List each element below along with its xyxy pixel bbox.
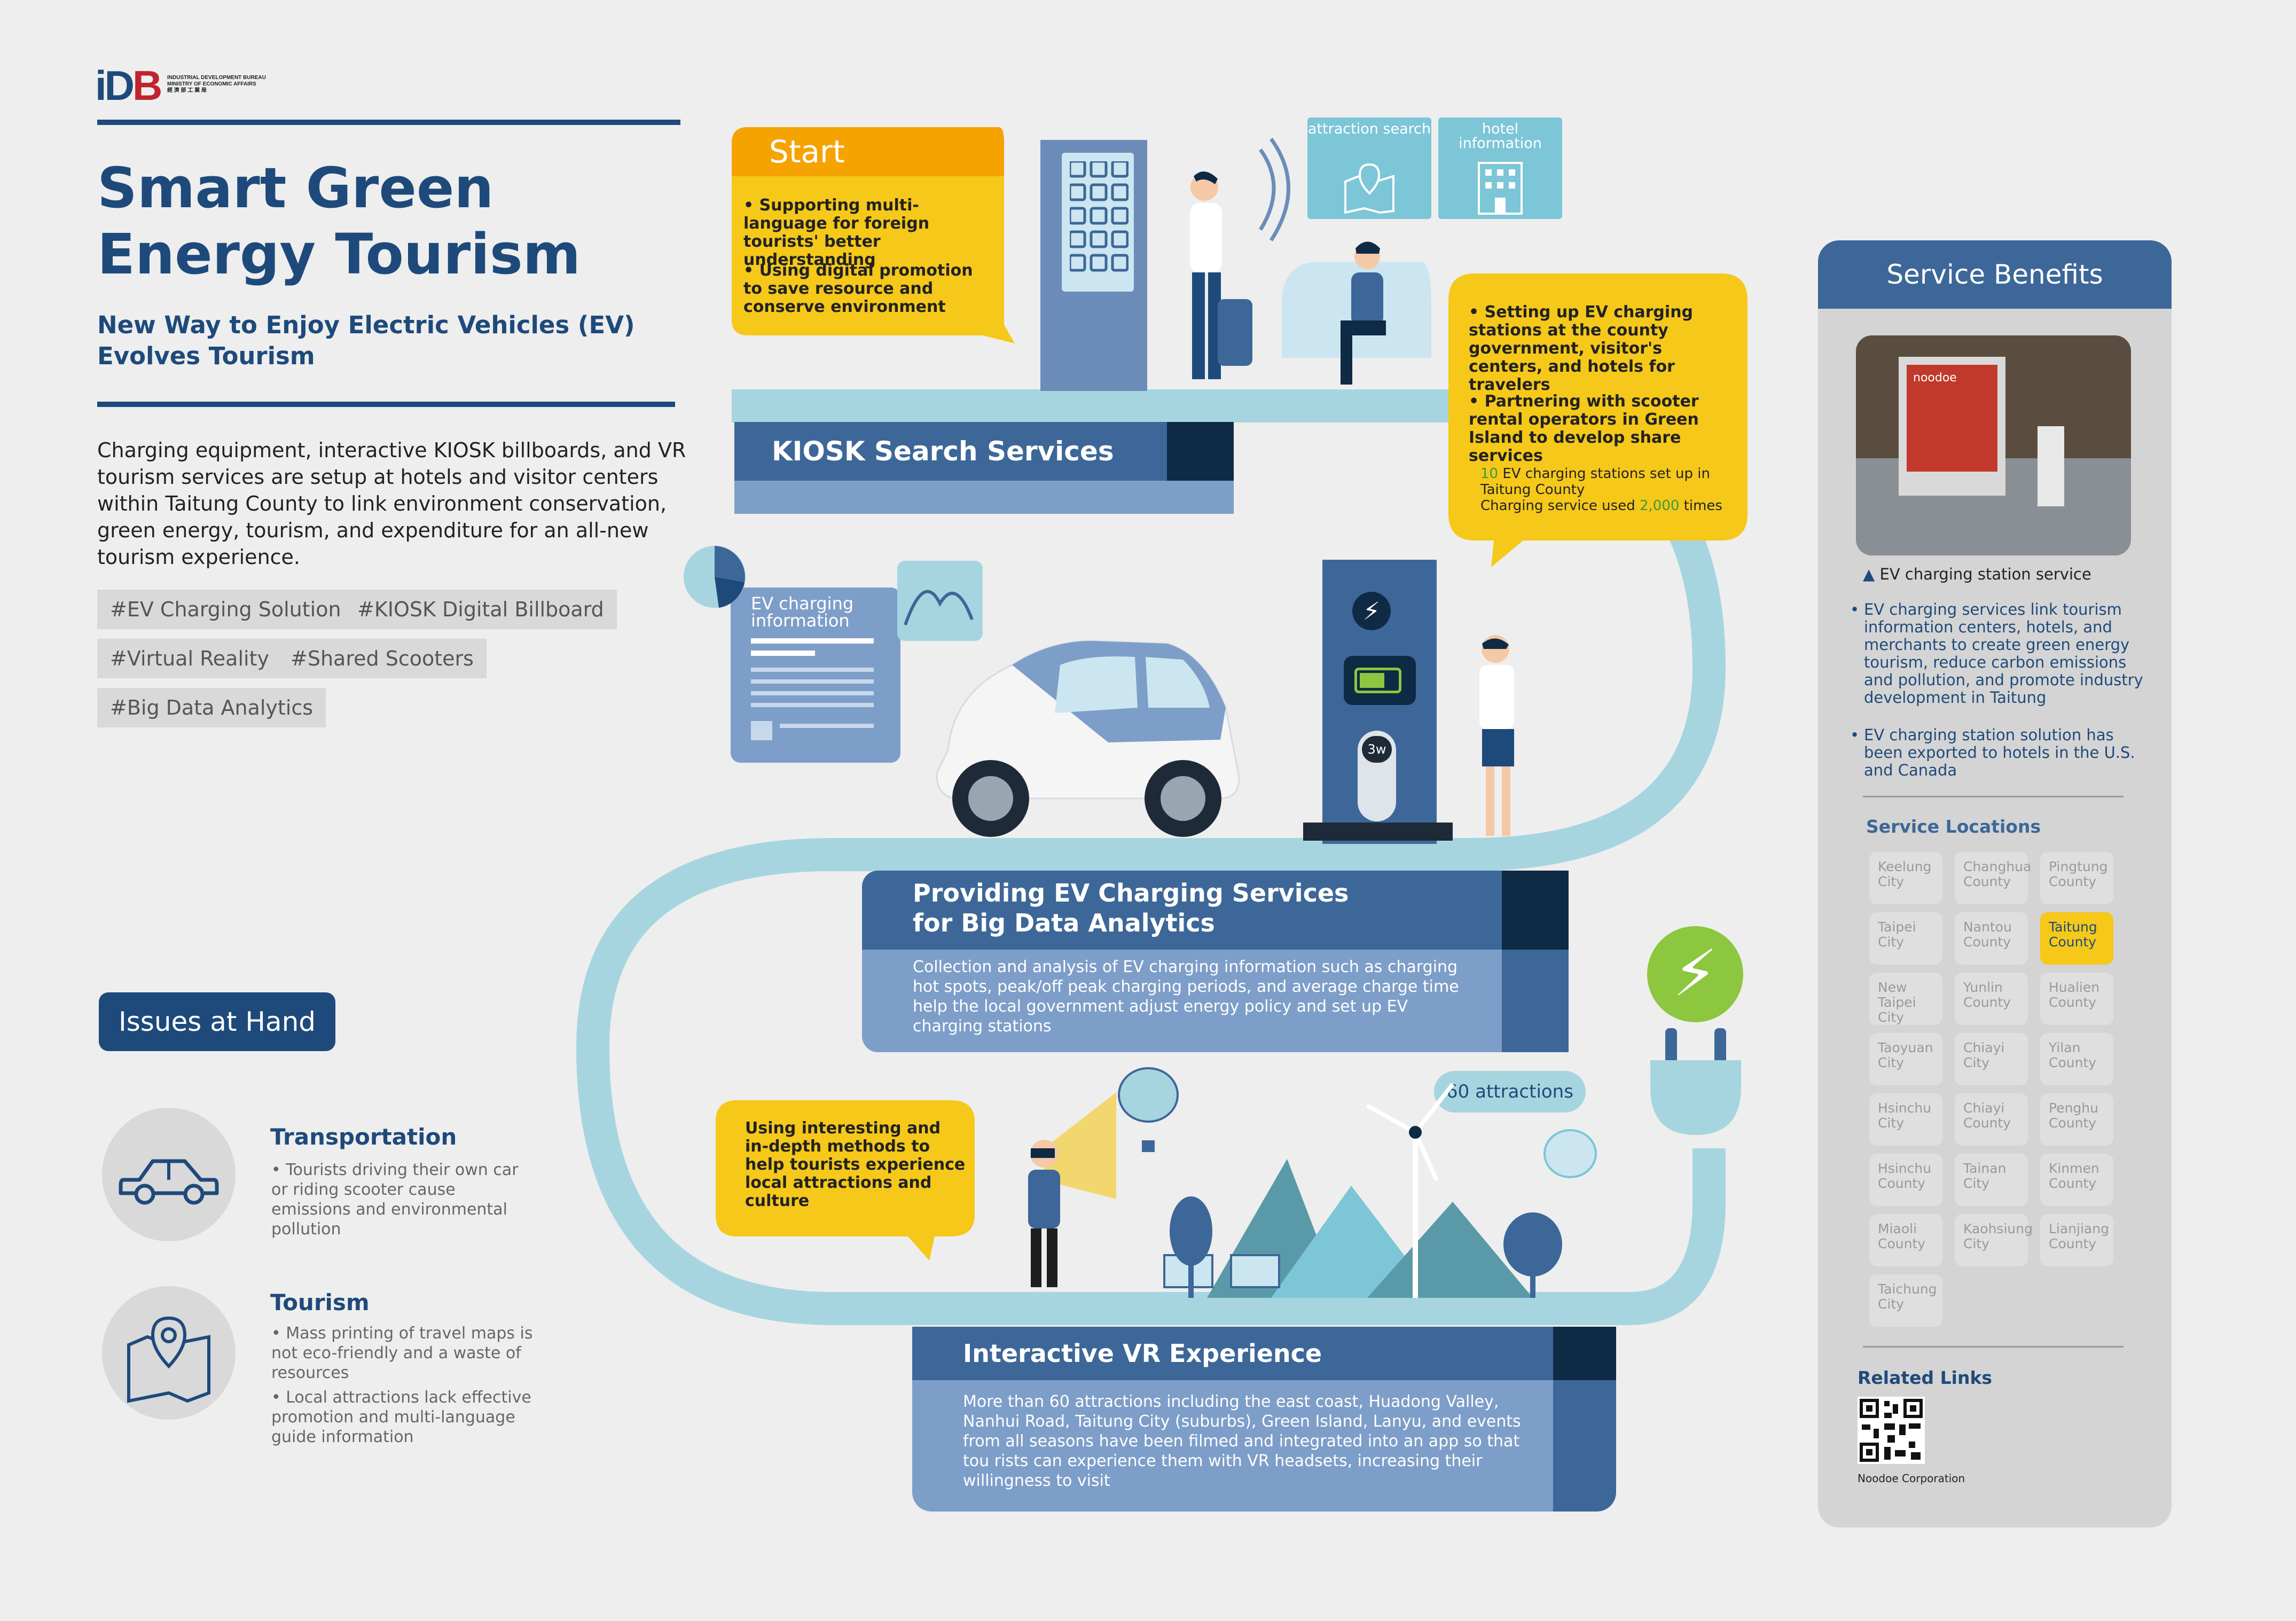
- hotel-information-card[interactable]: hotel information: [1438, 118, 1562, 219]
- vr-section-side: [1553, 1380, 1616, 1512]
- power-plug-illustration: [1650, 1028, 1741, 1135]
- issue-tourism-text-1: • Mass printing of travel maps is not ec…: [271, 1324, 533, 1382]
- start-bubble: [732, 127, 1015, 343]
- pie-chart-icon: [684, 546, 746, 608]
- vr-section-title: Interactive VR Experience: [912, 1327, 1553, 1380]
- related-links-title: Related Links: [1858, 1367, 1993, 1388]
- ev-stat-stations: 10 EV charging stations set up in Taitun…: [1480, 466, 1710, 498]
- charger-plug: 3w: [1358, 731, 1396, 821]
- qr-code-icon[interactable]: [1858, 1397, 1925, 1464]
- ev-bullet-1: • Setting up EV charging stations at the…: [1469, 303, 1694, 394]
- sidebar-divider-1: [1863, 796, 2123, 797]
- vr-bubble-text: Using interesting and in-depth methods t…: [745, 1119, 966, 1210]
- issue-tourism-title: Tourism: [270, 1289, 370, 1315]
- map-pin-icon: [127, 1316, 210, 1403]
- tag-scooters[interactable]: #Shared Scooters: [278, 639, 487, 678]
- electric-car-illustration: [936, 640, 1240, 837]
- start-label: Start: [769, 134, 845, 170]
- man-with-phone-illustration: [1479, 635, 1514, 836]
- tourism-icon-circle: [102, 1286, 236, 1420]
- benefit-2: •EV charging station solution has been e…: [1850, 726, 2135, 779]
- charger-base: [1303, 823, 1453, 841]
- hotel-building-icon: [1478, 162, 1523, 215]
- ev-analytics-section-body: Collection and analysis of EV charging i…: [862, 950, 1503, 1052]
- intro-text: Charging equipment, interactive KIOSK bi…: [97, 438, 686, 569]
- battery-display: [1344, 656, 1416, 705]
- ev-stats: 10 EV charging stations set up in Taitun…: [1480, 466, 1737, 514]
- qr-caption: Noodoe Corporation: [1858, 1472, 1965, 1485]
- kiosk-people-illustration: [1190, 137, 1431, 385]
- divider-top: [97, 120, 680, 125]
- transport-icon-circle: [102, 1108, 236, 1241]
- ev-info-bubble: [1448, 273, 1748, 567]
- issues-button[interactable]: Issues at Hand: [99, 992, 335, 1051]
- attractions-pill: 60 attractions: [1434, 1071, 1586, 1113]
- ev-bullet-2: • Partnering with scooter rental operato…: [1469, 392, 1699, 465]
- vr-section-accent: [1553, 1327, 1616, 1380]
- lightning-icon: ⚡: [1352, 592, 1391, 630]
- attraction-search-card[interactable]: attraction search: [1307, 118, 1431, 219]
- line-chart-card: [897, 561, 983, 641]
- service-benefits-title: Service Benefits: [1818, 240, 2172, 309]
- photo-caption: ▲ EV charging station service: [1863, 565, 2091, 583]
- start-bullet-2: • Using digital promotion to save resour…: [743, 261, 973, 316]
- ev-charging-info-card: EV charging information: [731, 588, 900, 763]
- start-bullet-1: • Supporting multi-language for foreign …: [743, 196, 930, 269]
- tag-kiosk[interactable]: #KIOSK Digital Billboard: [344, 590, 617, 629]
- issue-transportation-text: • Tourists driving their own car or ridi…: [271, 1161, 519, 1239]
- ev-charger-station: ⚡ 3w: [1322, 560, 1437, 844]
- kiosk-machine-illustration: [1040, 140, 1147, 391]
- car-icon: [119, 1159, 219, 1205]
- tag-ev-charging[interactable]: #EV Charging Solution: [97, 590, 354, 629]
- divider-mid: [97, 402, 675, 407]
- kiosk-section-accent: [1167, 422, 1234, 481]
- issue-tourism-text-2: • Local attractions lack effective promo…: [271, 1388, 531, 1446]
- issue-transportation-title: Transportation: [270, 1124, 457, 1150]
- map-search-icon: [1344, 163, 1394, 214]
- tag-vr[interactable]: #Virtual Reality: [97, 639, 282, 678]
- sidebar-divider-2: [1863, 1346, 2123, 1348]
- ev-analytics-section-accent: [1502, 871, 1569, 950]
- logo-mark: iDB: [95, 62, 162, 109]
- green-energy-icon: ⚡: [1647, 926, 1743, 1022]
- vr-landscape-illustration: [1028, 1067, 1597, 1298]
- service-locations-title: Service Locations: [1866, 816, 2041, 837]
- vr-section-body: More than 60 attractions including the e…: [912, 1380, 1553, 1512]
- ev-stat-usage: Charging service used 2,000 times: [1480, 498, 1722, 514]
- ev-analytics-section-side: [1502, 950, 1569, 1052]
- vr-info-bubble: [716, 1100, 975, 1260]
- kiosk-section-base: [734, 481, 1234, 514]
- page-subtitle: New Way to Enjoy Electric Vehicles (EV)E…: [97, 311, 635, 370]
- ev-station-photo: noodoe: [1856, 335, 2131, 555]
- tag-big-data[interactable]: #Big Data Analytics: [97, 688, 326, 727]
- benefit-1: •EV charging services link tourism infor…: [1850, 600, 2143, 707]
